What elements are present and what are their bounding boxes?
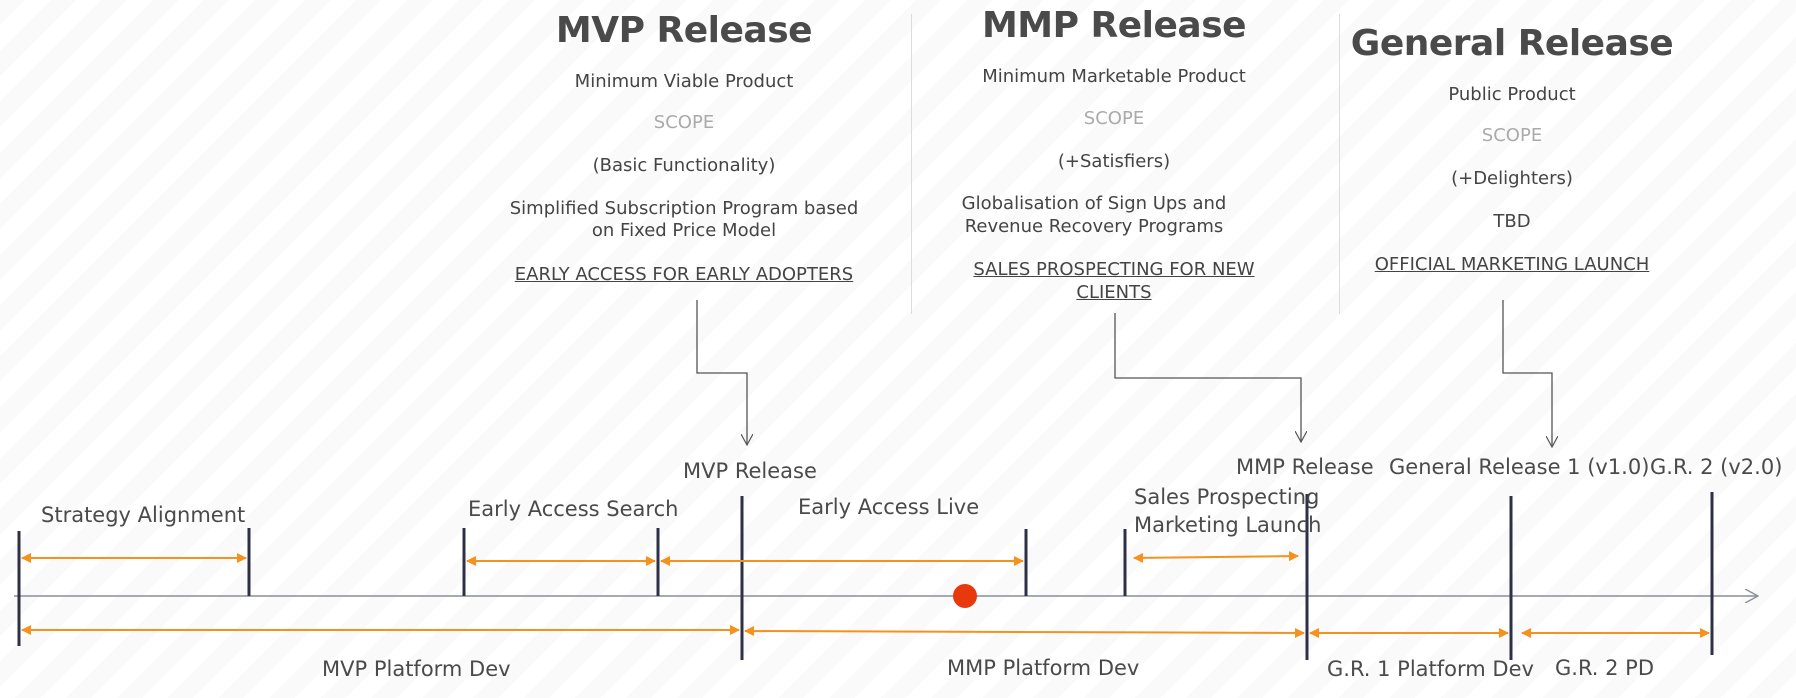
sales-prospecting-arrow bbox=[1133, 551, 1299, 563]
general-release-subtitle: Public Product bbox=[1448, 84, 1576, 105]
marketing-launch-label: Marketing Launch bbox=[1134, 513, 1322, 537]
general-scope: (+Delighters) bbox=[1451, 168, 1573, 189]
mmp-release-title: MMP Release bbox=[981, 5, 1247, 46]
strategy-alignment-label: Strategy Alignment bbox=[41, 503, 246, 527]
general-goal: OFFICIAL MARKETING LAUNCH bbox=[1374, 254, 1650, 275]
mmp-platform-dev-arrow bbox=[744, 626, 1305, 638]
mvp-detail-line: Simplified Subscription Program based bbox=[509, 198, 859, 219]
mvp-detail-line: on Fixed Price Model bbox=[591, 220, 777, 241]
column-separator bbox=[1339, 14, 1340, 314]
mmp-scope-label: SCOPE bbox=[1083, 108, 1145, 129]
column-separator bbox=[911, 14, 912, 314]
gr1-platform-dev-label: G.R. 1 Platform Dev bbox=[1327, 657, 1534, 681]
general-detail-line: TBD bbox=[1493, 211, 1531, 232]
gr2-milestone-label: G.R. 2 (v2.0) bbox=[1650, 455, 1783, 479]
gr2-pd-label: G.R. 2 PD bbox=[1555, 656, 1655, 680]
mvp-goal: EARLY ACCESS FOR EARLY ADOPTERS bbox=[514, 264, 854, 285]
general-release-title: General Release bbox=[1350, 23, 1674, 64]
mmp-scope: (+Satisfiers) bbox=[1057, 151, 1171, 172]
mmp-platform-dev-label: MMP Platform Dev bbox=[947, 656, 1140, 680]
sales-prospecting-label: Sales Prospecting bbox=[1134, 485, 1320, 509]
mvp-scope-label: SCOPE bbox=[653, 112, 715, 133]
mvp-release-subtitle: Minimum Viable Product bbox=[574, 71, 794, 92]
current-position-marker bbox=[953, 584, 977, 608]
mmp-goal: SALES PROSPECTING FOR NEW bbox=[973, 259, 1255, 280]
mvp-milestone-label: MVP Release bbox=[683, 459, 817, 483]
mmp-release-subtitle: Minimum Marketable Product bbox=[982, 66, 1246, 87]
early-access-search-label: Early Access Search bbox=[468, 497, 679, 521]
general-release-1-label: General Release 1 (v1.0) bbox=[1389, 455, 1650, 479]
mvp-scope: (Basic Functionality) bbox=[592, 155, 776, 176]
mmp-connector-arrow bbox=[1114, 313, 1301, 442]
mmp-goal: CLIENTS bbox=[1076, 282, 1152, 303]
mvp-platform-dev-label: MVP Platform Dev bbox=[322, 657, 511, 681]
mvp-connector-arrow bbox=[696, 300, 747, 445]
general-scope-label: SCOPE bbox=[1481, 125, 1543, 146]
mvp-release-title: MVP Release bbox=[555, 10, 813, 51]
mmp-detail-line: Revenue Recovery Programs bbox=[964, 216, 1224, 237]
early-access-live-label: Early Access Live bbox=[798, 495, 980, 519]
general-connector-arrow bbox=[1502, 300, 1552, 447]
mmp-milestone-label: MMP Release bbox=[1236, 455, 1374, 479]
mmp-detail-line: Globalisation of Sign Ups and bbox=[961, 193, 1227, 214]
